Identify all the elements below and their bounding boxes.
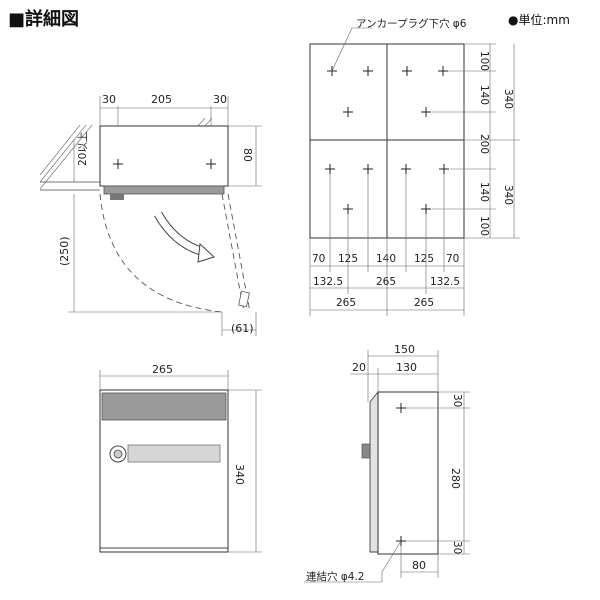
- front-lock-icon: [113, 449, 123, 459]
- plate-dim-outer-upper: 340: [502, 89, 514, 109]
- side-dim-body: 130: [396, 361, 417, 374]
- swing-knob: [238, 290, 250, 308]
- side-dim-front: 20: [352, 361, 366, 374]
- plate-panel-1: [309, 43, 388, 141]
- top-dim-left: 30: [102, 93, 116, 106]
- side-knob: [361, 443, 371, 459]
- side-body-outline: [377, 391, 439, 555]
- side-dim-r2: 280: [449, 468, 462, 489]
- side-dim-r1: 30: [451, 394, 463, 407]
- swing-arc: [99, 193, 223, 313]
- top-dim-depth: 80: [241, 148, 254, 162]
- plate-dim-r3: 200: [478, 134, 490, 154]
- top-dim-clearance: 20以上: [77, 132, 89, 166]
- front-lid: [101, 392, 227, 421]
- plate-dim-r1: 100: [478, 51, 490, 71]
- side-link-callout: 連結穴 φ4.2: [306, 570, 364, 583]
- plate-dim-b4: 125: [414, 253, 434, 265]
- plate-panel-4: [386, 139, 465, 239]
- side-lid-edge: [369, 390, 379, 553]
- plate-dim-c3: 132.5: [430, 276, 460, 288]
- side-view: 150 20 130 30 280 30 80 連結穴 φ4.2: [304, 343, 470, 583]
- plate-dim-r5: 100: [478, 216, 490, 236]
- plate-dim-b3: 140: [376, 253, 396, 265]
- side-dim-total: 150: [394, 343, 415, 356]
- top-dim-center: 205: [151, 93, 172, 106]
- plate-dim-c2: 265: [376, 276, 396, 288]
- plate-dim-r2: 140: [478, 85, 490, 105]
- top-hole-marks: [113, 159, 216, 169]
- top-dim-right: 30: [213, 93, 227, 106]
- plate-panel-3: [309, 139, 388, 239]
- top-body-outline: [99, 125, 229, 187]
- front-dim-width: 265: [152, 363, 173, 376]
- page-title: ■詳細図: [8, 8, 79, 30]
- plate-panel-2: [386, 43, 465, 141]
- mount-plate: アンカープラグ下穴 φ6 100 140 200 140 100 340 340…: [309, 17, 520, 316]
- plate-dim-d1: 265: [336, 297, 356, 309]
- side-dim-r3: 30: [451, 541, 463, 554]
- plate-dim-outer-lower: 340: [502, 185, 514, 205]
- top-dim-radius: (250): [58, 236, 71, 266]
- front-dim-height: 340: [233, 464, 246, 485]
- plate-dim-r4: 140: [478, 182, 490, 202]
- plate-dim-d2: 265: [414, 297, 434, 309]
- plate-anchor-callout: アンカープラグ下穴 φ6: [356, 17, 467, 30]
- side-dim-bottom: 80: [412, 559, 426, 572]
- unit-label: ●単位:mm: [508, 12, 570, 27]
- swing-door-left: [221, 193, 245, 313]
- open-arrow-head: [197, 242, 215, 263]
- top-key-knob: [110, 194, 124, 200]
- front-name-plate: [127, 444, 221, 463]
- top-lid: [103, 185, 225, 195]
- top-dim-swing: (61): [231, 322, 254, 335]
- plate-dim-b1: 70: [312, 253, 325, 265]
- front-view: 265 340: [99, 363, 262, 553]
- plate-dim-b5: 70: [446, 253, 459, 265]
- top-view: 30 205 30 80 20以上 (250) (61): [39, 93, 262, 336]
- plate-dim-c1: 132.5: [313, 276, 343, 288]
